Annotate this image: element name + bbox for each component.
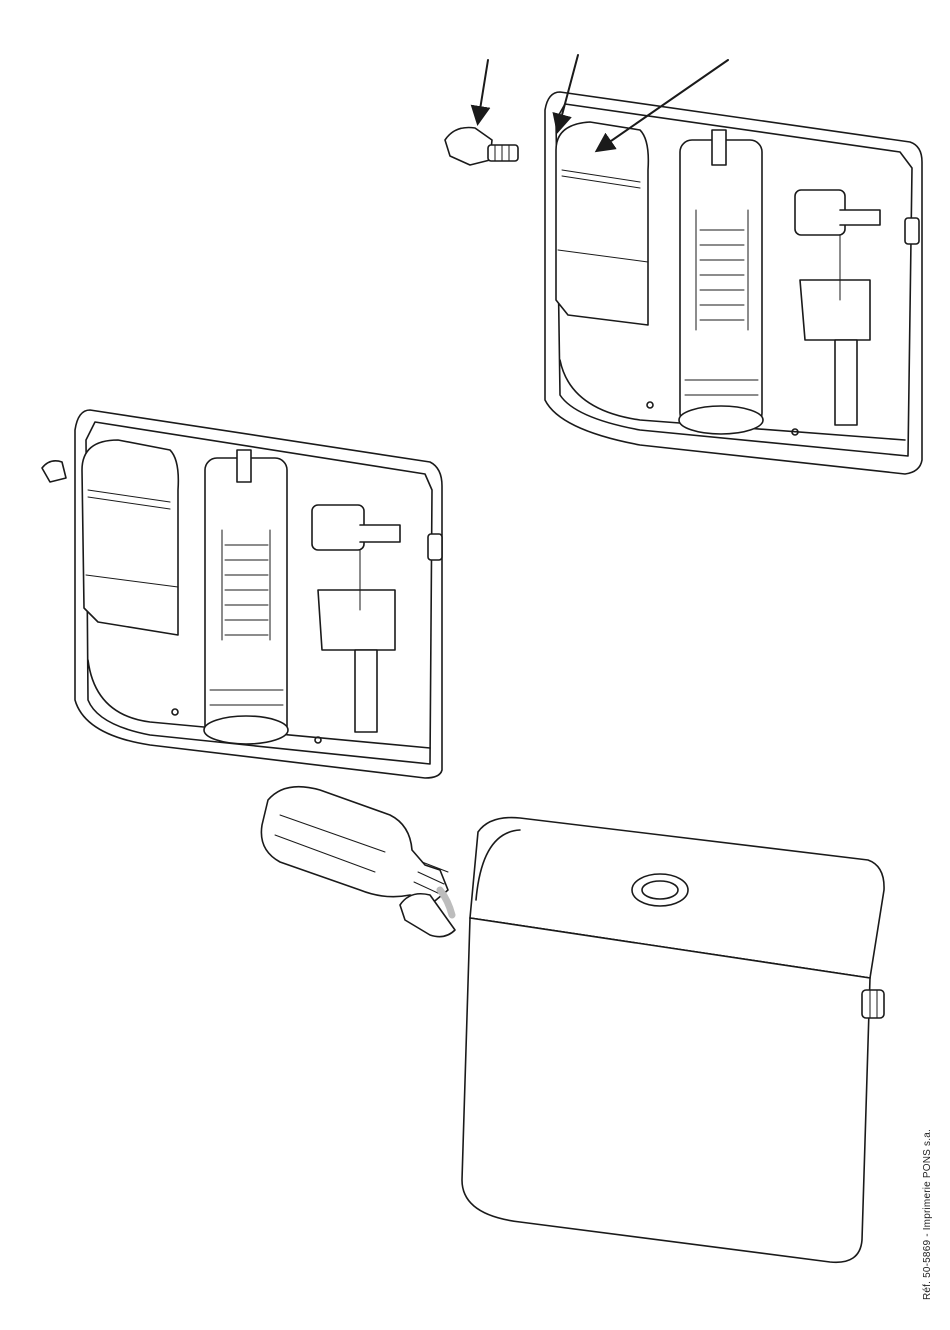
footer-reference: Réf. 50-5869 - Imprimerie PONS s.a.	[922, 1129, 933, 1300]
open-cistern-illustration	[42, 410, 442, 778]
exploded-cistern-illustration	[445, 55, 922, 474]
closed-cistern-with-bottle-illustration	[261, 787, 884, 1263]
